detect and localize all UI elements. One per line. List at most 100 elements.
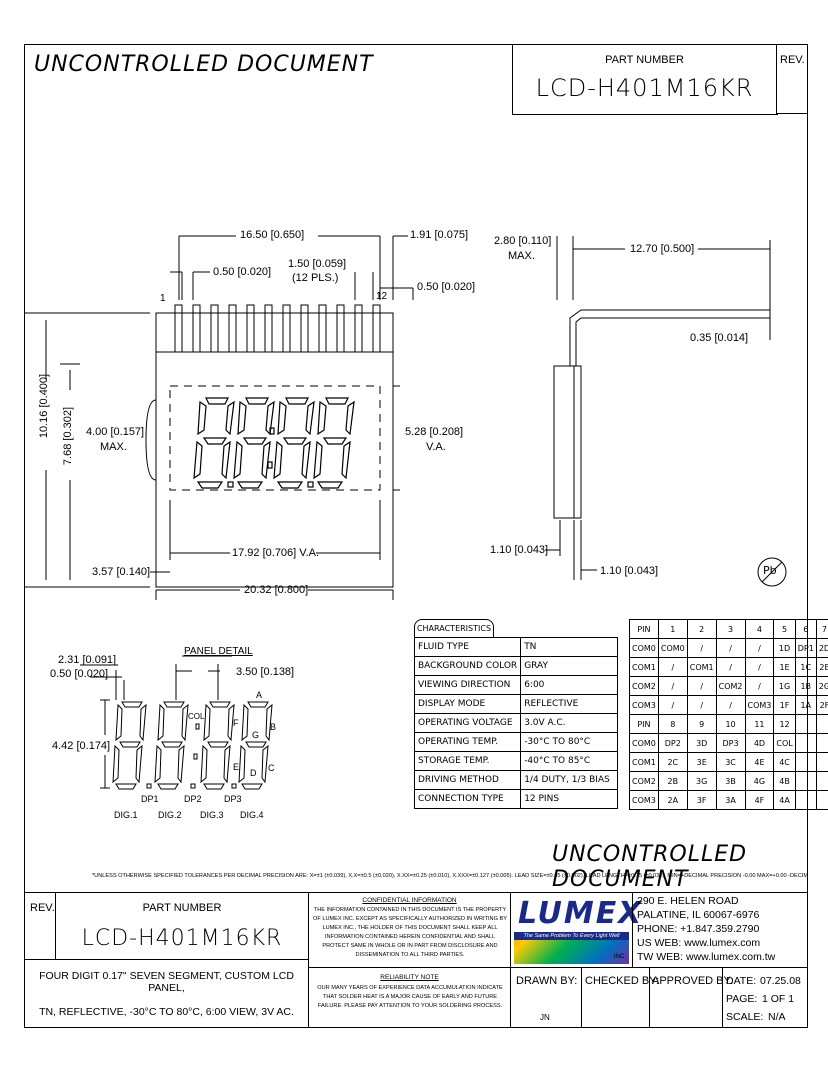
seg-label-e: E: [233, 762, 240, 772]
pin-table-cell: 6: [794, 619, 817, 639]
pin-table-cell: COM2: [629, 771, 659, 791]
pin-table-cell: 1F: [773, 695, 796, 715]
dig2-label: DIG.2: [158, 810, 182, 820]
dim-va-height-note: V.A.: [426, 441, 446, 453]
pin-table-cell: 3D: [686, 733, 717, 753]
approved-by-label: APPROVED BY:: [652, 975, 734, 987]
pin-table-cell: /: [686, 676, 717, 696]
characteristic-name: OPERATING VOLTAGE: [413, 713, 522, 733]
pin-table-cell: DP1: [794, 638, 817, 658]
dig1-label: DIG.1: [114, 810, 138, 820]
pin-table-cell: 3B: [715, 771, 746, 791]
dp1-label: DP1: [141, 794, 159, 804]
pin-table-cell: 5: [773, 619, 796, 639]
viewing-area: [169, 385, 381, 491]
pin-table-cell: 1: [657, 619, 688, 639]
pin-table-cell: 2: [686, 619, 717, 639]
side-view-outline: [545, 236, 771, 580]
pin-table-cell: [794, 790, 817, 810]
characteristic-name: STORAGE TEMP.: [413, 751, 522, 771]
pin-table-cell: /: [715, 657, 746, 677]
dim-width-overall: 16.50 [0.650]: [240, 229, 305, 241]
pin-table-cell: /: [744, 657, 775, 677]
dim-pitch-note: (12 PLS.): [292, 272, 339, 284]
panel-detail-title: PANEL DETAIL: [184, 646, 253, 657]
dp2-label: DP2: [184, 794, 202, 804]
side-glass-right: 1.10 [0.043]: [600, 565, 659, 577]
pin-table-cell: 4B: [773, 771, 796, 791]
pin-table-cell: COM3: [744, 695, 775, 715]
pin-table-cell: 1A: [794, 695, 817, 715]
date-label: DATE:: [726, 975, 757, 987]
pin-table-cell: COM1: [686, 657, 717, 677]
characteristics-row: STORAGE TEMP.-40°C TO 85°C: [413, 751, 618, 771]
side-thickness-note: MAX.: [508, 250, 535, 262]
pin-table-cell: COM1: [629, 657, 659, 677]
pin-table-cell: /: [686, 695, 717, 715]
pin-table-cell: [815, 733, 828, 753]
pin-table-cell: COL: [773, 733, 796, 753]
pin-table-cell: [794, 752, 817, 772]
pin-table-cell: PIN: [629, 714, 659, 734]
date-value: 07.25.08: [760, 975, 801, 987]
pin-table-cell: 3A: [715, 790, 746, 810]
pin-table-cell: 2G: [815, 676, 828, 696]
dim-pin-width2: 0.50 [0.020]: [417, 281, 476, 293]
confidential-title: CONFIDENTIAL INFORMATION: [362, 897, 457, 904]
characteristic-value: GRAY: [520, 656, 618, 676]
characteristic-name: BACKGROUND COLOR: [413, 656, 522, 676]
address-tw-web: TW WEB: www.lumex.com.tw: [637, 951, 776, 963]
dim-height-total: 10.16 [0.400]: [38, 373, 50, 439]
pin-table-cell: DP3: [715, 733, 746, 753]
pin-table-cell: 10: [715, 714, 746, 734]
pin-table-cell: [815, 752, 828, 772]
dim-height-va: 7.68 [0.302]: [62, 406, 74, 466]
header-part-box: [512, 44, 778, 115]
pin-table-cell: 4C: [773, 752, 796, 772]
pin-table-cell: COM2: [629, 676, 659, 696]
dig4-label: DIG.4: [240, 810, 264, 820]
header-part-number-label: PART NUMBER: [605, 54, 684, 66]
pin-table-cell: 1D: [773, 638, 796, 658]
tb-rev-label: REV.: [30, 902, 55, 914]
dim-total-width: 20.32 [0.800]: [244, 584, 309, 596]
lumex-tagline: The Same Problem To Every Light Well: [514, 932, 629, 940]
pin-table-cell: 2D: [815, 638, 828, 658]
pin-table-cell: 11: [744, 714, 775, 734]
address-line-1: 290 E. HELEN ROAD: [637, 895, 739, 907]
pin-table-cell: 3C: [715, 752, 746, 772]
characteristic-value: 6:00: [520, 675, 618, 695]
characteristic-value: 3.0V A.C.: [520, 713, 618, 733]
tb-part-number-label: PART NUMBER: [142, 902, 222, 914]
characteristic-value: REFLECTIVE: [520, 694, 618, 714]
confidential-text: THE INFORMATION CONTAINED IN THIS DOCUME…: [313, 907, 507, 958]
pin-table-cell: 2B: [657, 771, 688, 791]
dim-left-offset: 3.57 [0.140]: [92, 566, 151, 578]
tb-part-number: LCD-H401M16KR: [81, 926, 283, 951]
pin-table-cell: COM0: [629, 733, 659, 753]
pb-free-circle: [757, 557, 787, 587]
pin-table-cell: /: [715, 695, 746, 715]
pin-table-cell: 4D: [744, 733, 775, 753]
col-label: COL: [188, 712, 205, 721]
seg-label-b: B: [270, 722, 277, 732]
pin-table-cell: COM1: [629, 752, 659, 772]
pin-table-cell: [794, 714, 817, 734]
characteristic-name: DRIVING METHOD: [413, 770, 522, 790]
characteristic-value: TN: [520, 637, 618, 657]
characteristic-value: 12 PINS: [520, 789, 618, 809]
pin-table-cell: COM0: [657, 638, 688, 658]
pin-table-cell: /: [657, 695, 688, 715]
characteristic-name: DISPLAY MODE: [413, 694, 522, 714]
pin-table-cell: PIN: [629, 619, 659, 639]
pin-table-cell: [815, 714, 828, 734]
pin-table-cell: /: [657, 657, 688, 677]
